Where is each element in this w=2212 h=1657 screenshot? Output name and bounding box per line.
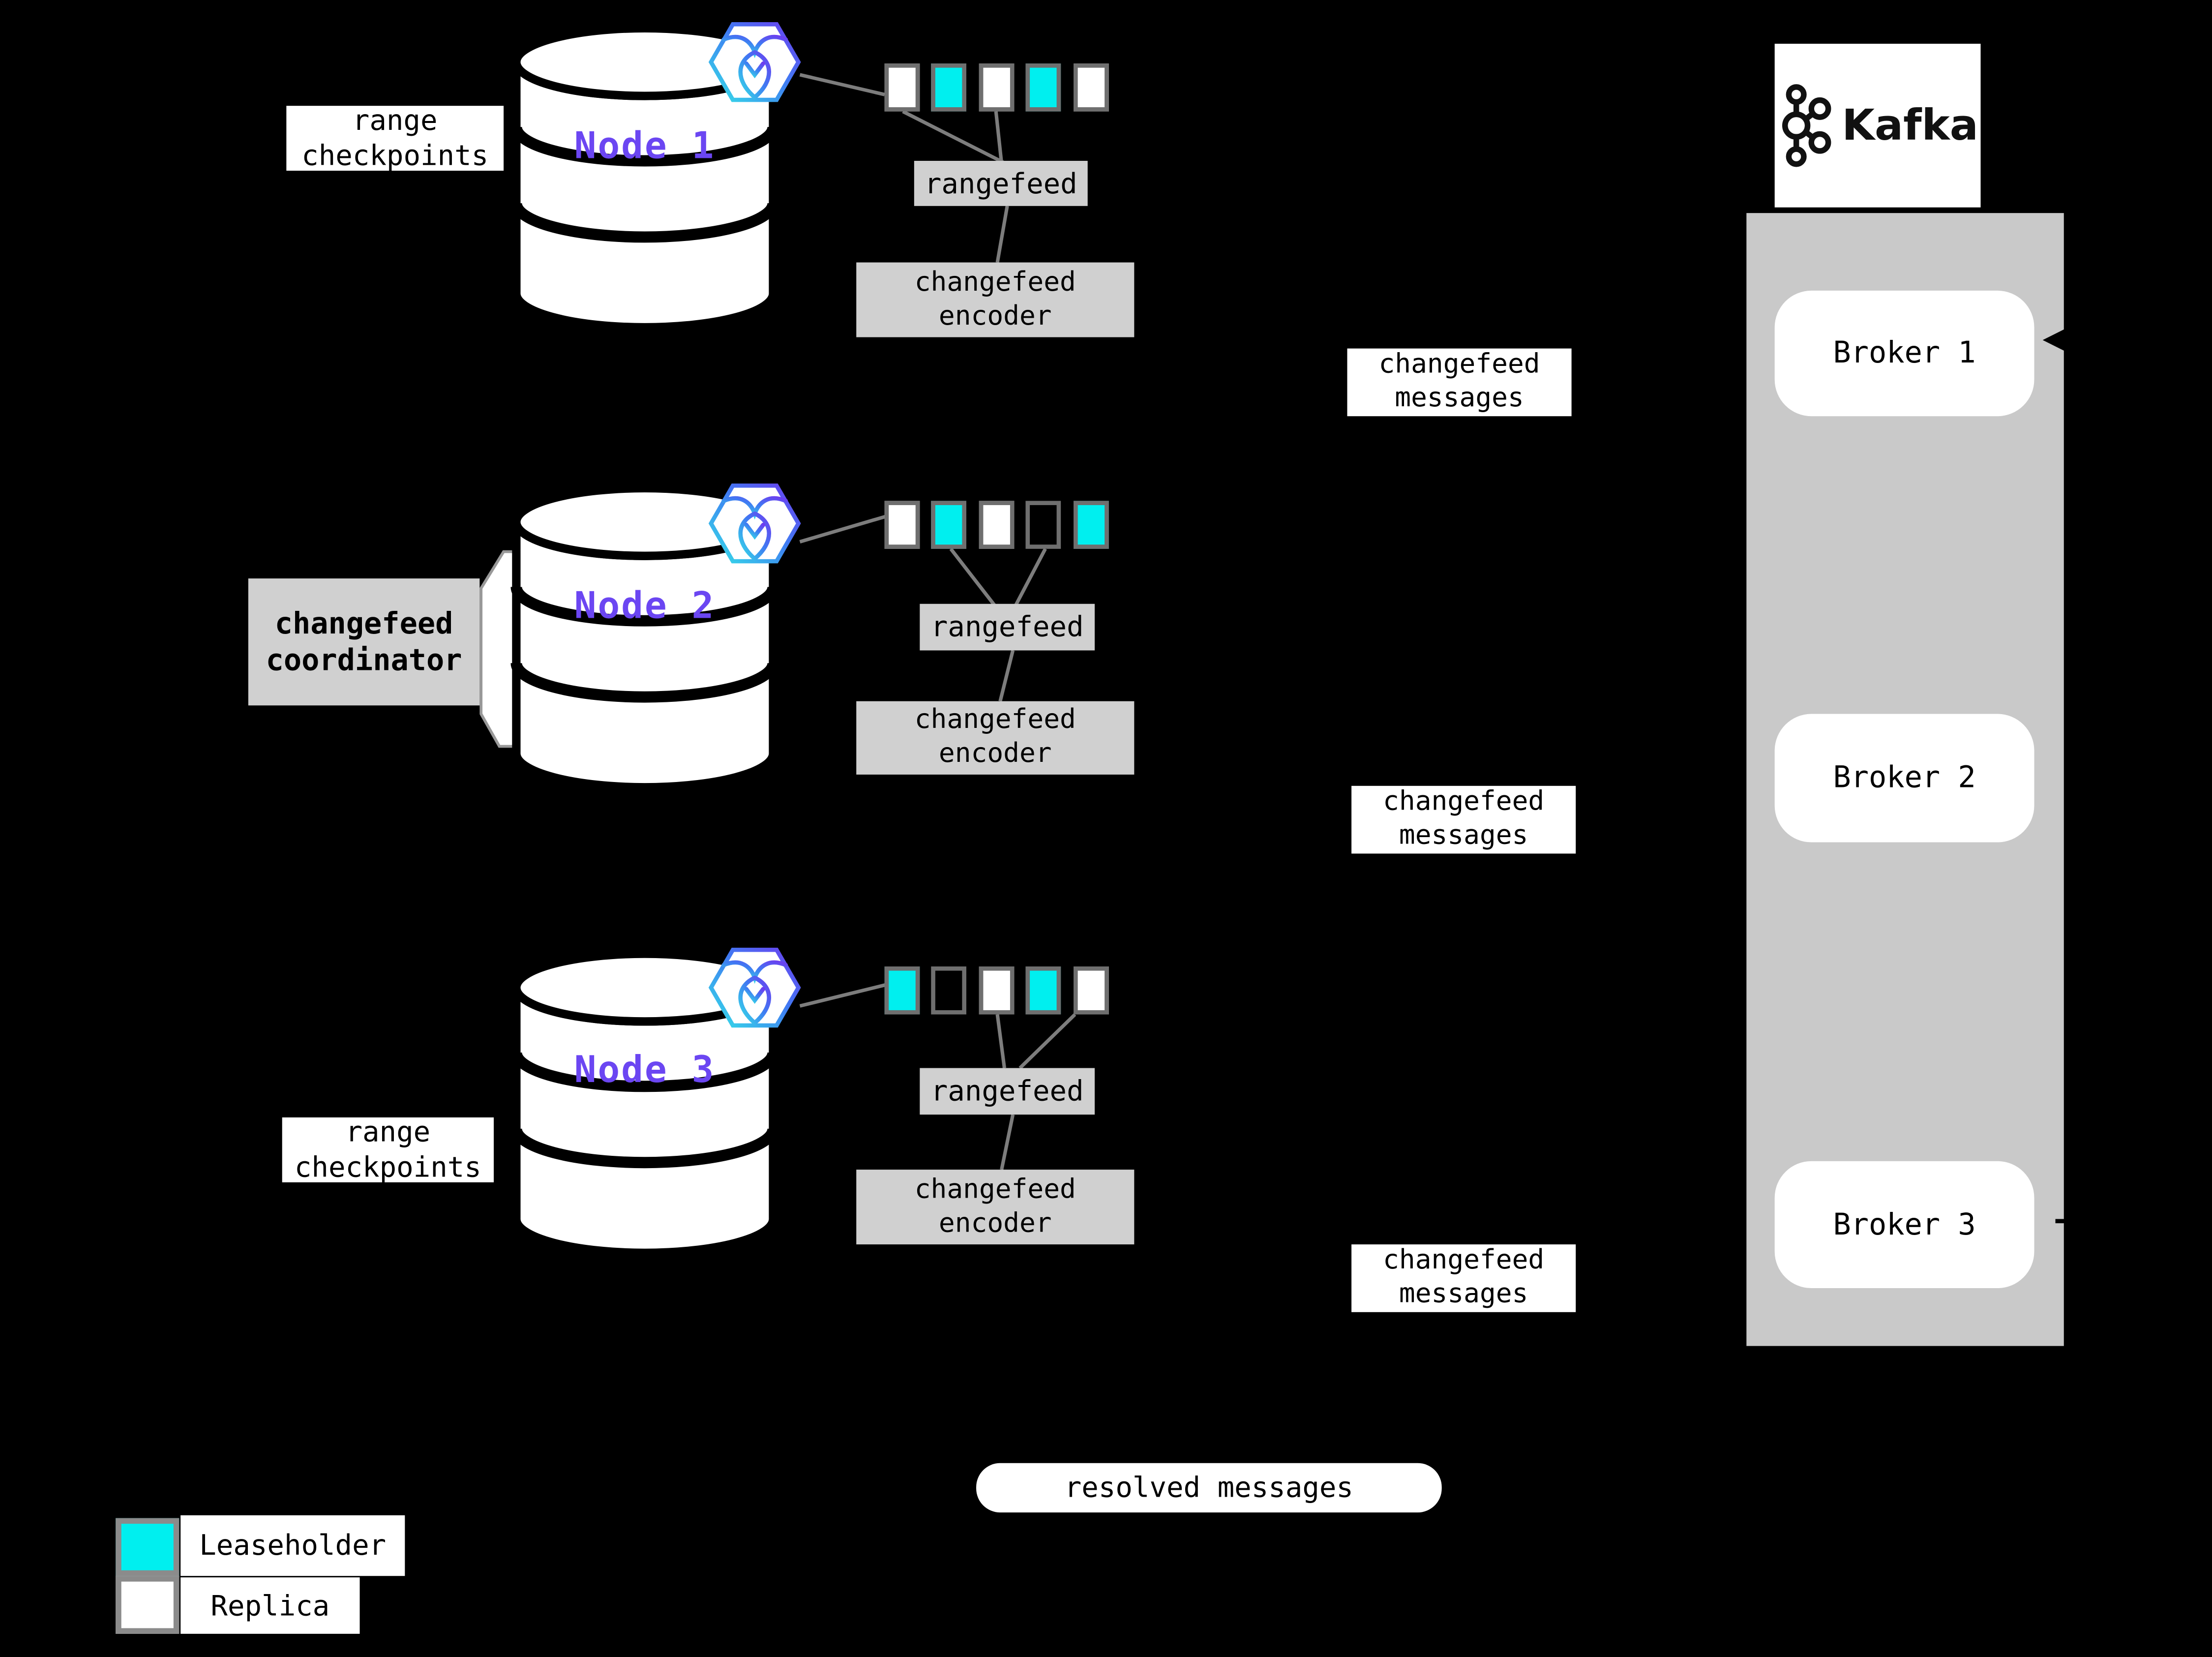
range-square xyxy=(1025,966,1061,1015)
legend-swatch-replica xyxy=(116,1576,179,1634)
node-1-cylinder xyxy=(510,24,779,332)
range-square xyxy=(1074,966,1109,1015)
connector-lines xyxy=(799,73,1076,1170)
range-square xyxy=(1074,63,1109,112)
broker-box: Broker 2 xyxy=(1774,714,2034,843)
node-3-label: Node 3 xyxy=(574,1050,716,1092)
range-square xyxy=(1074,501,1109,549)
kafka-logo-icon xyxy=(1781,84,1831,167)
rangefeed-box: rangefeed xyxy=(920,603,1095,651)
connector-line xyxy=(995,1014,1006,1068)
range-square xyxy=(979,966,1015,1015)
changefeed-encoder-box: changefeed encoder xyxy=(856,1170,1135,1245)
node-2-label: Node 2 xyxy=(574,585,716,628)
legend-label-replica: Replica xyxy=(180,1577,360,1634)
cockroachdb-logo-icon xyxy=(708,22,801,102)
range-square xyxy=(884,63,920,112)
legend-swatch-leaseholder xyxy=(116,1518,179,1576)
range-square xyxy=(1025,63,1061,112)
resolved-messages-pill: resolved messages xyxy=(976,1463,1442,1513)
changefeed-messages-box: changefeed messages xyxy=(1351,785,1576,854)
connector-line xyxy=(949,547,996,606)
rangefeed-box: rangefeed xyxy=(920,1068,1095,1115)
range-square xyxy=(931,501,966,549)
rangefeed-box: rangefeed xyxy=(914,161,1088,206)
range-square xyxy=(931,63,966,112)
range-square xyxy=(884,501,920,549)
legend-label-leaseholder: Leaseholder xyxy=(180,1515,405,1576)
connector-line xyxy=(994,111,1004,164)
changefeed-coordinator-label: changefeed coordinator xyxy=(248,578,480,706)
connector-line xyxy=(799,514,887,543)
changefeed-messages-box: changefeed messages xyxy=(1351,1244,1576,1312)
connector-line xyxy=(799,73,885,96)
broker-box: Broker 1 xyxy=(1774,290,2034,417)
changefeed-encoder-box: changefeed encoder xyxy=(856,701,1135,775)
connector-line xyxy=(1014,548,1047,606)
connector-line xyxy=(902,110,1007,165)
range-square xyxy=(1025,501,1061,549)
node-1-label: Node 1 xyxy=(574,125,716,168)
kafka-logo-box: Kafka xyxy=(1774,43,1981,208)
broker-box: Broker 3 xyxy=(1774,1161,2034,1289)
arrow-line-dash xyxy=(2055,1219,2068,1224)
kafka-title: Kafka xyxy=(1842,101,1978,151)
range-checkpoints-label: range checkpoints xyxy=(286,103,504,172)
connector-line xyxy=(998,650,1015,702)
connector-line xyxy=(1000,1114,1015,1170)
connector-line xyxy=(799,983,887,1008)
cockroachdb-logo-icon xyxy=(708,947,801,1028)
connector-line xyxy=(1018,1013,1076,1070)
connector-line xyxy=(995,206,1009,263)
range-checkpoints-label: range checkpoints xyxy=(282,1115,494,1184)
range-square xyxy=(979,501,1015,549)
changefeed-messages-box: changefeed messages xyxy=(1347,348,1572,417)
range-square xyxy=(979,63,1015,112)
range-square xyxy=(884,966,920,1015)
left-arrowhead-icon xyxy=(2042,329,2065,352)
cockroachdb-logo-icon xyxy=(708,483,801,564)
changefeed-encoder-box: changefeed encoder xyxy=(856,262,1135,337)
range-square xyxy=(931,966,966,1015)
